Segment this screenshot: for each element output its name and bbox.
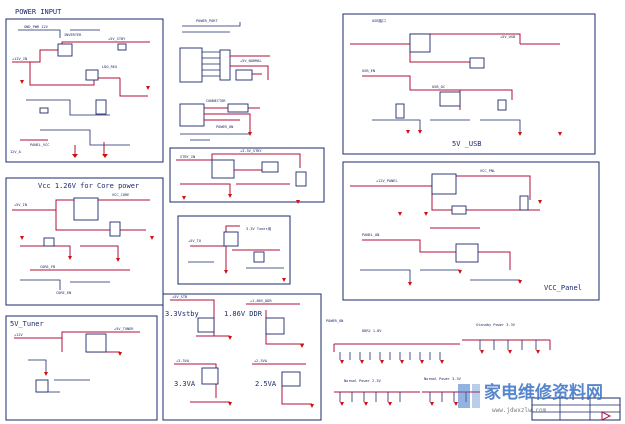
watermark-logo-text: 家电维修资料网 <box>484 382 603 403</box>
svg-text:INVERTER: INVERTER <box>64 33 82 37</box>
rail-ddr-18v-label: DDR2 1.8V <box>362 329 382 333</box>
svg-text:+5V_STBY: +5V_STBY <box>108 37 126 41</box>
svg-text:CORE_EN: CORE_EN <box>56 291 71 295</box>
svg-text:+12V_PANEL: +12V_PANEL <box>376 179 398 183</box>
block-186v-ddr-title: 1.86V DDR <box>224 310 263 318</box>
block-center-frame <box>169 147 325 203</box>
svg-text:+5V_IN: +5V_IN <box>14 203 27 207</box>
svg-text:+3.3VA: +3.3VA <box>176 359 190 363</box>
svg-text:LDO_REG: LDO_REG <box>102 65 117 69</box>
block-vcc-panel: VCC_Panel +12V_PANEL VCC_PNL PANEL_ON <box>342 161 600 301</box>
block-power-input-title: POWER INPUT <box>15 8 62 16</box>
block-33va-title: 3.3VA <box>174 380 196 388</box>
svg-text:+5V_TUNER: +5V_TUNER <box>114 327 134 331</box>
svg-text:POWER_PORT: POWER_PORT <box>196 19 218 23</box>
block-33vstby-title: 3.3Vstby <box>165 310 199 318</box>
block-connectors: POWER_PORT +5V_NORMAL CONNECTOR POWER_ON <box>179 19 270 141</box>
block-5v-usb-frame <box>342 13 596 155</box>
block-vcc-panel-frame <box>342 161 600 301</box>
svg-text:VCC_PNL: VCC_PNL <box>480 169 495 173</box>
ground-symbols <box>20 80 562 408</box>
rail-standby-33v-label: Standby Power 3.3V <box>476 323 516 327</box>
svg-text:POWER_ON: POWER_ON <box>216 125 233 129</box>
svg-text:12V_A: 12V_A <box>10 150 22 154</box>
watermark-url: www.jdwxzlw.com <box>492 407 547 414</box>
block-tuner-33v-title: 3.3V Tuner用 <box>246 226 272 231</box>
rail-normal-33v-label: Normal Power 3.3V <box>424 377 462 381</box>
block-tuner-33v: 3.3V Tuner用 +5V_TU <box>177 215 291 285</box>
svg-text:+3.3V_STBY: +3.3V_STBY <box>240 149 262 153</box>
svg-text:USB_EN: USB_EN <box>362 69 375 73</box>
svg-text:GND_PWR 12V: GND_PWR 12V <box>24 25 49 29</box>
block-power-input: POWER INPUT GND_PWR 12V INVERTER +12V_IN… <box>5 8 164 163</box>
block-vcc-core-frame <box>5 177 164 306</box>
svg-text:CONNECTOR: CONNECTOR <box>206 99 226 103</box>
block-5v-tuner-title: 5V_Tuner <box>10 320 44 328</box>
svg-text:+5V_NORMAL: +5V_NORMAL <box>240 59 262 63</box>
block-5v-tuner-frame <box>5 315 158 421</box>
rail-normal-25v-label: Normal Power 2.5V <box>344 379 382 383</box>
block-vcc-core-title: Vcc 1.26V for Core power <box>38 182 139 190</box>
svg-text:PANEL_ON: PANEL_ON <box>362 233 379 237</box>
svg-text:+5V_USB: +5V_USB <box>500 35 515 39</box>
block-5v-tuner: 5V_Tuner +5V_TUNER +12V <box>5 315 158 421</box>
block-5v-usb-title: 5V _USB <box>452 140 482 148</box>
svg-text:+5V_TU: +5V_TU <box>188 239 201 243</box>
svg-text:STBY_IN: STBY_IN <box>180 155 195 159</box>
svg-text:VCC_CORE: VCC_CORE <box>112 193 129 197</box>
svg-text:+12V: +12V <box>14 333 23 337</box>
svg-text:USB_OC: USB_OC <box>432 85 445 89</box>
svg-text:+2.5VA: +2.5VA <box>254 359 268 363</box>
block-5v-usb: USB接口 5V _USB +5V_USB USB_EN USB_OC <box>342 13 596 155</box>
block-center-regulator: +3.3V_STBY STBY_IN <box>169 147 325 203</box>
svg-text:+1.86V_DDR: +1.86V_DDR <box>250 299 272 303</box>
block-bottom-rails: DDR2 1.8V Standby Power 3.3V Normal Powe… <box>326 319 551 402</box>
svg-text:+12V_IN: +12V_IN <box>12 57 27 61</box>
block-vcc-core: Vcc 1.26V for Core power VCC_CORE +5V_IN… <box>5 177 164 306</box>
block-ldo-group: 3.3Vstby 1.86V DDR 3.3VA 2.5VA +5V_STB +… <box>162 293 322 421</box>
svg-text:+5V_STB: +5V_STB <box>172 295 187 299</box>
block-vcc-panel-title: VCC_Panel <box>544 284 582 292</box>
svg-text:CORE_FB: CORE_FB <box>40 265 55 269</box>
block-25va-title: 2.5VA <box>255 380 277 388</box>
block-ldo-group-frame <box>162 293 322 421</box>
power-on-net-label: POWER_ON <box>326 319 343 323</box>
watermark: 家电维修资料网 www.jdwxzlw.com <box>458 382 603 414</box>
svg-text:PANEL_VCC: PANEL_VCC <box>30 143 49 147</box>
title-block <box>531 397 621 421</box>
block-tuner-33v-frame <box>177 215 291 285</box>
block-5v-usb-label: USB接口 <box>372 18 386 23</box>
block-power-input-frame <box>5 18 164 163</box>
